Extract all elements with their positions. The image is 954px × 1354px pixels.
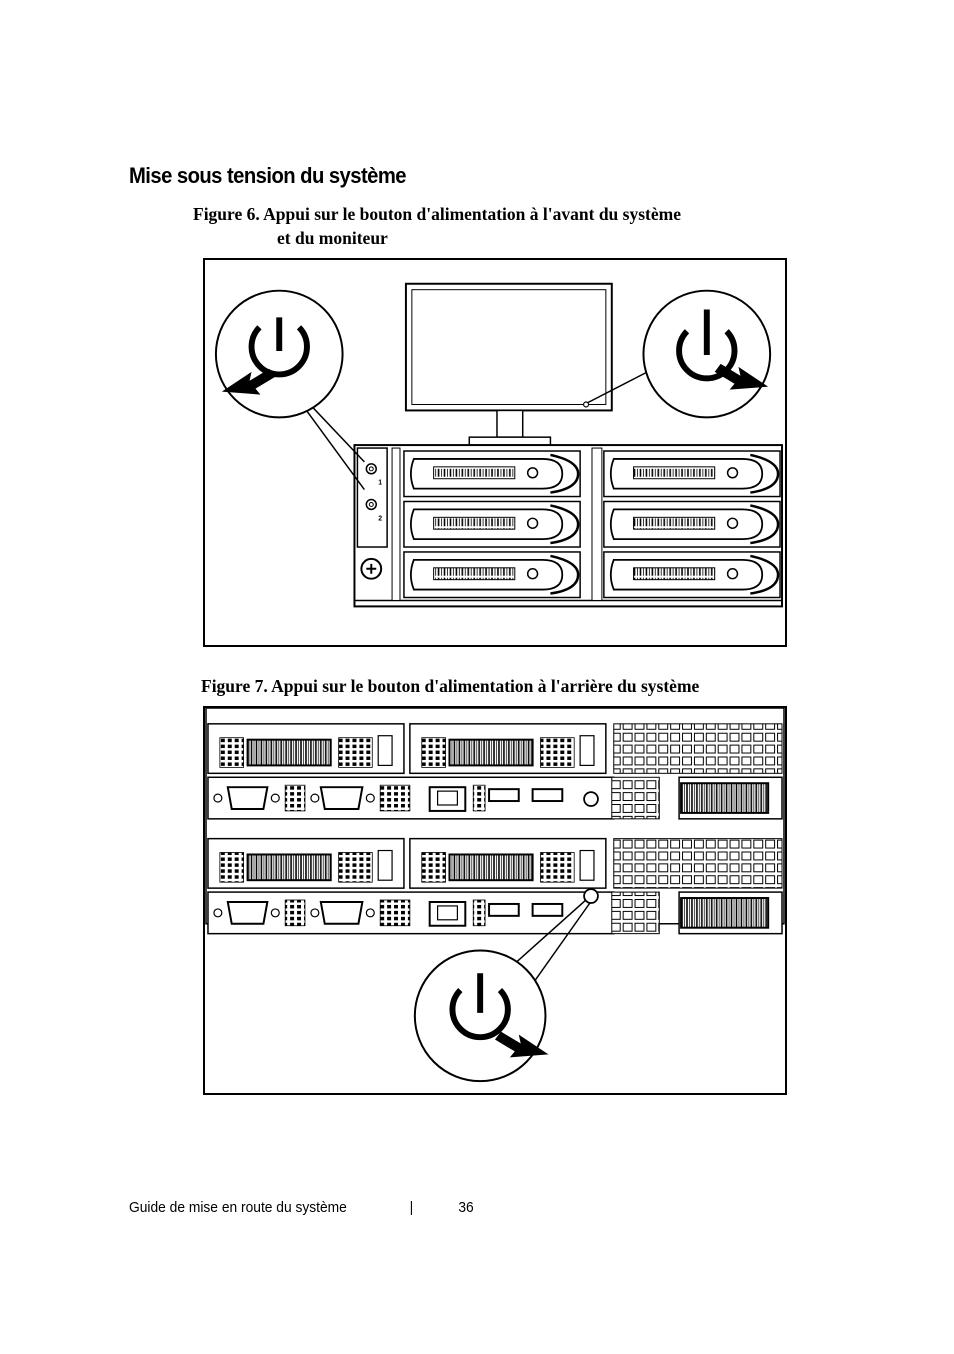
sled-module (207, 723, 405, 775)
power-icon (449, 987, 511, 1041)
bay-label-2: 2 (378, 515, 382, 522)
rear-power-button[interactable] (583, 888, 599, 904)
figure-6-front-illustration: 1 2 (203, 258, 787, 647)
figure-7-caption: Figure 7. Appui sur le bouton d'alimenta… (201, 676, 700, 696)
figure-6-caption-line-2: et du moniteur (277, 228, 388, 248)
power-icon (676, 329, 738, 382)
drive-bays (403, 450, 781, 599)
drive-carrier (603, 551, 781, 599)
drive-carrier (403, 500, 581, 548)
sled-module (207, 837, 405, 889)
press-arrow-icon (714, 363, 769, 390)
callout-front-power (214, 289, 365, 491)
front-power-button[interactable] (365, 463, 377, 475)
footer-doc-title: Guide de mise en route du système (129, 1199, 347, 1216)
callout-monitor-power (587, 289, 772, 419)
press-arrow-icon (495, 1031, 549, 1058)
io-panel (207, 891, 615, 935)
monitor (404, 282, 613, 446)
bay-label-1: 1 (378, 480, 382, 487)
figure-6-caption-line-1: Figure 6. Appui sur le bouton d'alimenta… (193, 204, 681, 224)
footer-separator: | (409, 1199, 414, 1216)
section-title: Mise sous tension du système (129, 163, 407, 188)
monitor-power-button[interactable] (582, 401, 590, 408)
power-icon (248, 325, 310, 378)
figure-6-caption: Figure 6. Appui sur le bouton d'alimenta… (193, 202, 793, 250)
callout-rear-power (413, 888, 599, 1083)
drive-carrier (403, 551, 581, 599)
page-footer: Guide de mise en route du système | 36 (129, 1199, 474, 1216)
io-panel (207, 776, 615, 820)
figure-7-rear-illustration (203, 706, 787, 1095)
footer-page-number: 36 (458, 1199, 474, 1216)
sled-module (409, 837, 607, 889)
drive-carrier (603, 500, 781, 548)
drive-carrier (603, 450, 781, 498)
press-arrow-icon (221, 368, 276, 395)
drive-carrier (403, 450, 581, 498)
server-rear-chassis (205, 708, 785, 935)
sled-module (409, 723, 607, 775)
